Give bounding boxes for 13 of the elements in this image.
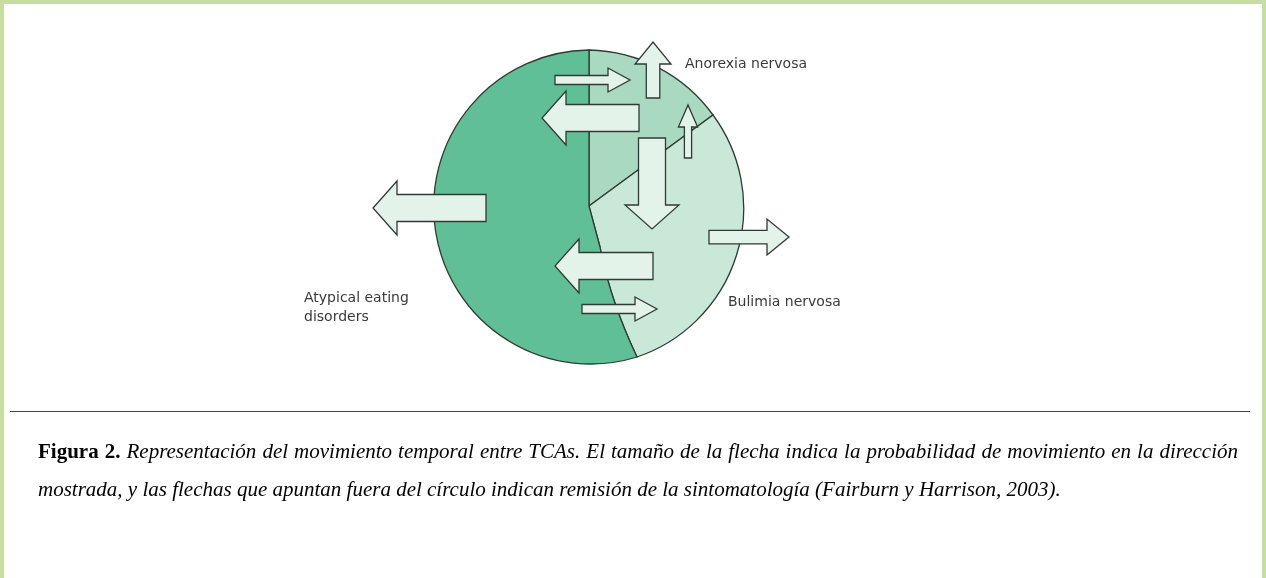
block-arrow xyxy=(541,89,640,147)
figure-caption: Figura 2. Representación del movimiento temporal entre TCAs. El tamaño de la flecha indica la probabilidad de movimiento en la dirección mostrada, y las flechas que apuntan fuera del círculo indican remisión de la sintomatología (Fairburn y Harrison, 2003). xyxy=(38,438,1238,503)
region-label: Anorexia nervosa xyxy=(685,54,808,73)
block-arrow xyxy=(623,137,681,230)
block-arrow xyxy=(554,237,654,295)
region-label: Atypical eating disorders xyxy=(304,288,410,326)
block-arrow xyxy=(633,40,673,99)
block-arrow xyxy=(554,66,632,94)
block-arrow xyxy=(372,179,487,237)
block-arrow xyxy=(677,103,699,159)
block-arrow xyxy=(581,295,659,323)
block-arrow xyxy=(708,217,791,257)
region-label: Bulimia nervosa xyxy=(728,292,842,311)
